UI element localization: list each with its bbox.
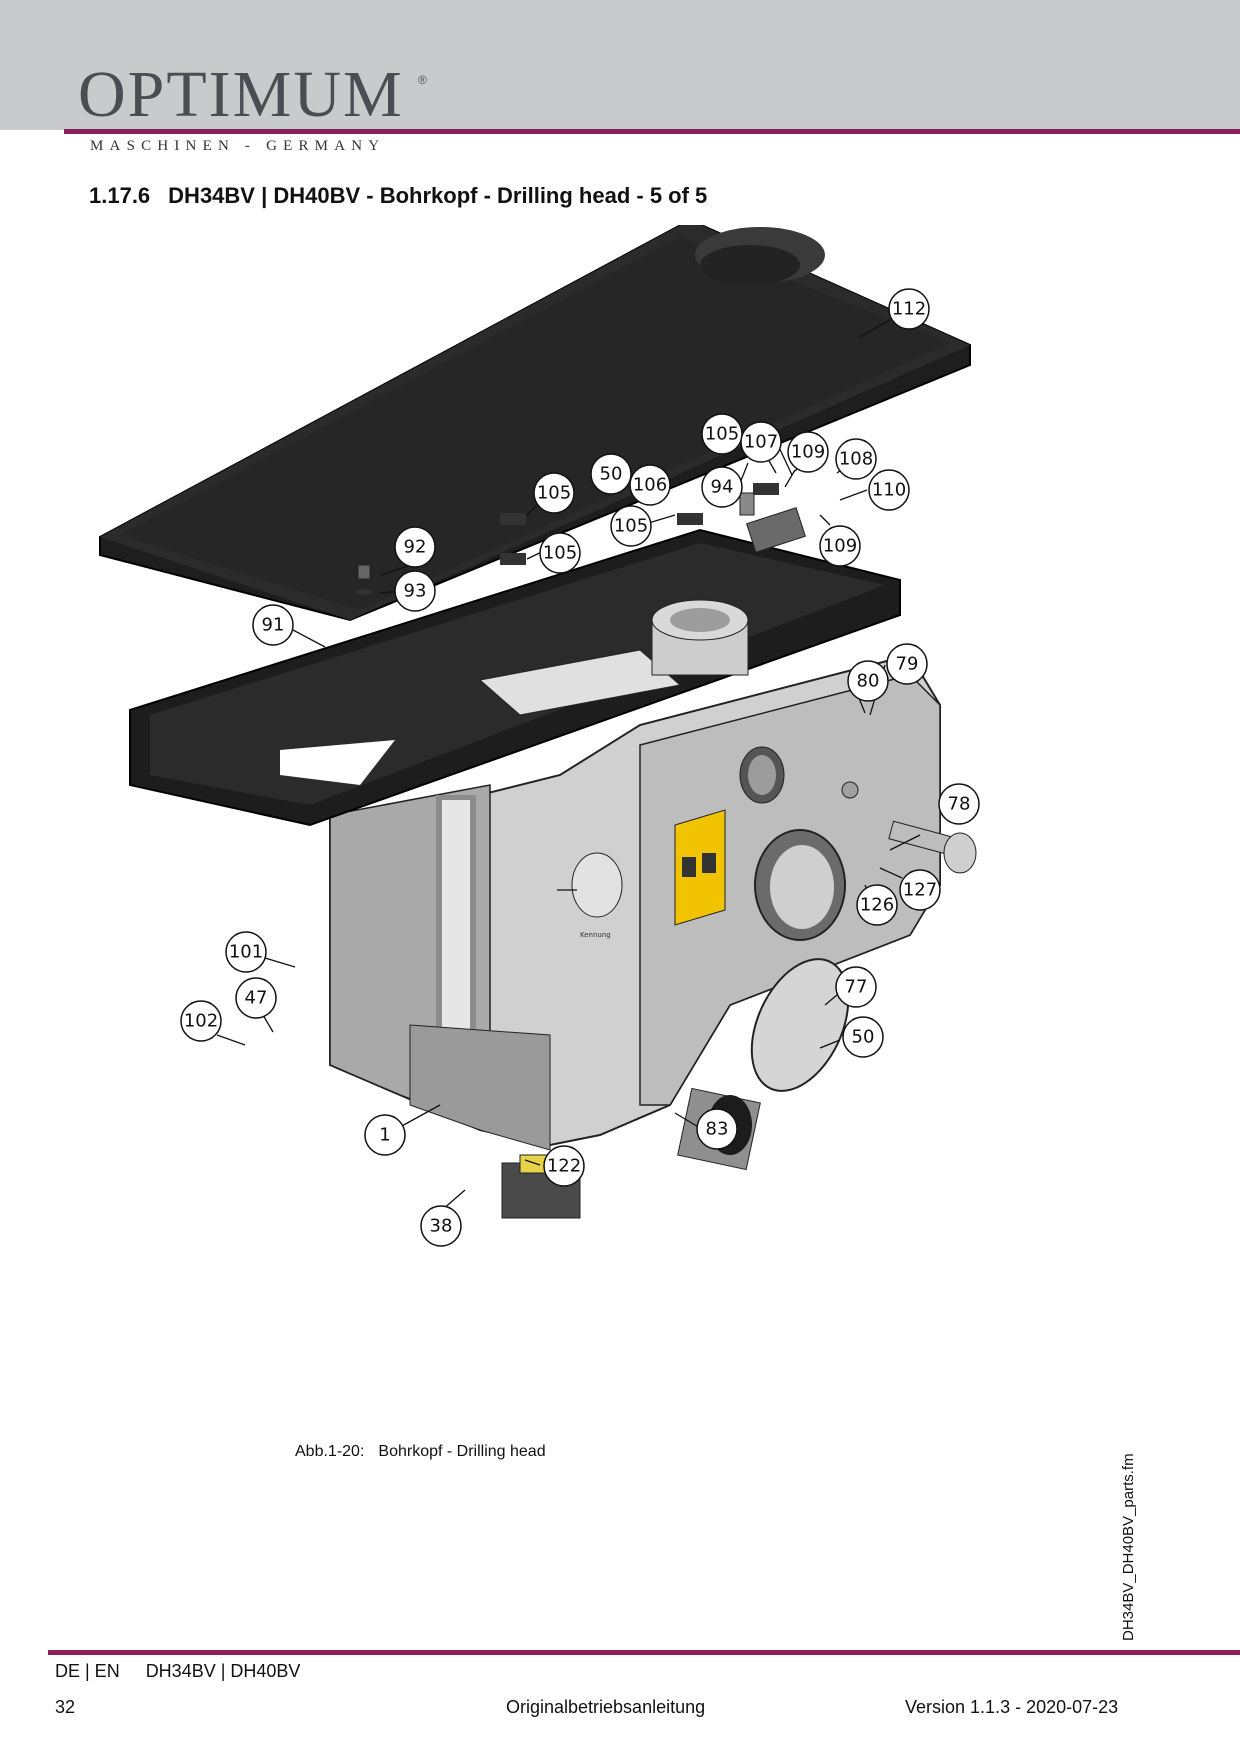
svg-text:47: 47 xyxy=(245,988,268,1009)
svg-text:80: 80 xyxy=(857,671,880,692)
callout-91: 91 xyxy=(252,604,294,646)
svg-text:77: 77 xyxy=(845,977,868,998)
svg-text:38: 38 xyxy=(430,1216,453,1237)
brand-logo: OPTIMUM xyxy=(78,58,404,131)
source-file-name: DH34BV_DH40BV_parts.fm xyxy=(1120,1453,1137,1641)
svg-text:106: 106 xyxy=(633,475,667,496)
svg-text:105: 105 xyxy=(543,543,577,564)
callout-94: 94 xyxy=(701,466,743,508)
svg-text:126: 126 xyxy=(860,895,894,916)
callout-80: 80 xyxy=(847,660,889,702)
svg-text:83: 83 xyxy=(706,1119,729,1140)
svg-text:110: 110 xyxy=(872,480,906,501)
callout-106: 106 xyxy=(629,464,671,506)
callout-112: 112 xyxy=(888,288,930,330)
callout-1: 1 xyxy=(364,1114,406,1156)
svg-text:Kennung: Kennung xyxy=(580,931,611,939)
callout-38: 38 xyxy=(420,1205,462,1247)
registered-mark: ® xyxy=(418,73,427,87)
figure-caption: Abb.1-20: Bohrkopf - Drilling head xyxy=(295,1443,546,1461)
callout-107: 107 xyxy=(740,421,782,463)
callout-93: 93 xyxy=(394,570,436,612)
frame-tray-part xyxy=(129,528,901,827)
callout-50-b: 50 xyxy=(842,1016,884,1058)
brand-subtitle: MASCHINEN - GERMANY xyxy=(90,138,386,154)
svg-text:112: 112 xyxy=(892,299,926,320)
callout-122: 122 xyxy=(543,1145,585,1187)
section-number: 1.17.6 xyxy=(89,183,151,208)
callout-102: 102 xyxy=(180,1000,222,1042)
svg-text:1: 1 xyxy=(379,1125,390,1146)
svg-text:109: 109 xyxy=(823,536,857,557)
footer-document-type: Originalbetriebsanleitung xyxy=(506,1697,706,1717)
svg-text:78: 78 xyxy=(948,794,971,815)
section-title-text: DH34BV | DH40BV - Bohrkopf - Drilling he… xyxy=(168,183,708,208)
svg-text:109: 109 xyxy=(791,442,825,463)
svg-text:94: 94 xyxy=(711,477,734,498)
callout-127: 127 xyxy=(899,869,941,911)
svg-text:105: 105 xyxy=(705,424,739,445)
callout-105-c: 105 xyxy=(610,505,652,547)
housing-body-part: Kennung xyxy=(329,653,941,1151)
callout-50-a: 50 xyxy=(590,453,632,495)
svg-text:108: 108 xyxy=(839,449,873,470)
callout-47: 47 xyxy=(235,977,277,1019)
footer-language-model: DE | EN DH34BV | DH40BV xyxy=(55,1661,300,1682)
callout-105-a: 105 xyxy=(701,413,743,455)
callout-labels: 112 105 107 109 108 50 106 94 110 105 10… xyxy=(180,288,980,1247)
callout-83: 83 xyxy=(696,1108,738,1150)
svg-text:105: 105 xyxy=(537,483,571,504)
callout-77: 77 xyxy=(835,966,877,1008)
svg-text:93: 93 xyxy=(404,581,427,602)
svg-text:127: 127 xyxy=(903,880,937,901)
section-title: 1.17.6 DH34BV | DH40BV - Bohrkopf - Drill… xyxy=(89,183,707,209)
callout-105-d: 105 xyxy=(539,532,581,574)
footer-model: DH34BV | DH40BV xyxy=(145,1661,301,1681)
callout-109-a: 109 xyxy=(787,431,829,473)
caption-label: Abb.1-20: xyxy=(295,1443,365,1460)
header-band xyxy=(0,0,1240,130)
callout-101: 101 xyxy=(225,931,267,973)
svg-text:102: 102 xyxy=(184,1011,218,1032)
callout-79: 79 xyxy=(886,643,928,685)
callout-126: 126 xyxy=(856,884,898,926)
svg-text:79: 79 xyxy=(896,654,919,675)
caption-text: Bohrkopf - Drilling head xyxy=(378,1443,546,1460)
callout-92: 92 xyxy=(394,526,436,568)
callout-105-b: 105 xyxy=(533,472,575,514)
drilling-head-exploded-view: Kennung xyxy=(99,225,980,1247)
footer-version: Version 1.1.3 - 2020-07-23 xyxy=(905,1697,1119,1717)
svg-text:91: 91 xyxy=(262,615,285,636)
svg-text:122: 122 xyxy=(547,1156,581,1177)
header-rule xyxy=(64,129,1240,134)
footer-rule xyxy=(48,1650,1240,1655)
callout-110: 110 xyxy=(868,469,910,511)
callout-108: 108 xyxy=(835,438,877,480)
svg-text:50: 50 xyxy=(600,464,623,485)
callout-109-b: 109 xyxy=(819,525,861,567)
top-cover-part xyxy=(99,225,971,622)
svg-text:101: 101 xyxy=(229,942,263,963)
callout-78: 78 xyxy=(938,783,980,825)
svg-text:92: 92 xyxy=(404,537,427,558)
page-number: 32 xyxy=(55,1697,76,1717)
svg-text:50: 50 xyxy=(852,1027,875,1048)
footer-language: DE | EN xyxy=(55,1661,120,1681)
svg-text:105: 105 xyxy=(614,516,648,537)
svg-text:107: 107 xyxy=(744,432,778,453)
